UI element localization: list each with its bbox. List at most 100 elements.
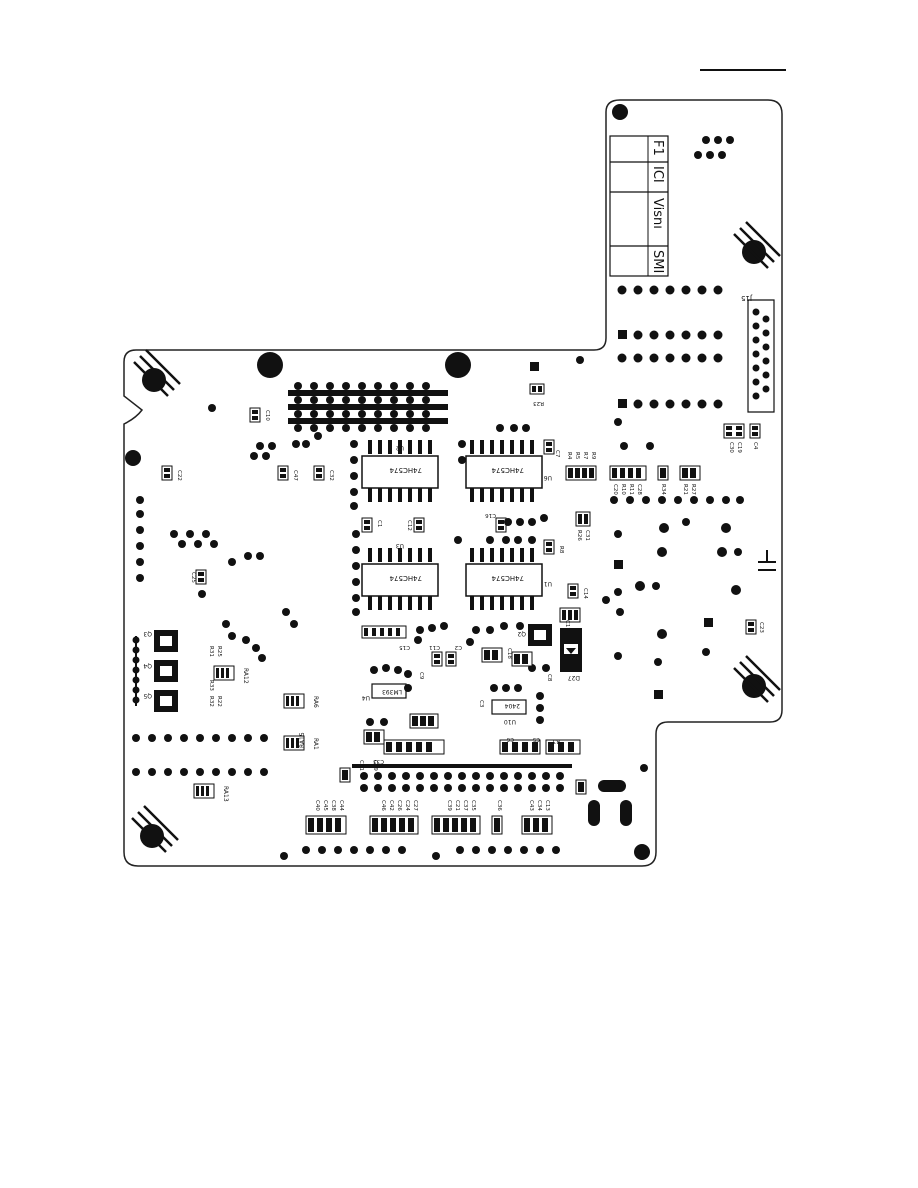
chip-u3: 74HC574 U3 — [361, 542, 439, 610]
svg-text:R27: R27 — [690, 484, 696, 495]
component-labels: C10 C22 C47 C32 R23 C1 C12 C16 C14 C25 C… — [176, 400, 764, 811]
svg-text:U3: U3 — [396, 542, 404, 549]
svg-text:D27: D27 — [568, 674, 580, 681]
svg-text:C27: C27 — [412, 800, 418, 811]
svg-text:R33: R33 — [208, 680, 214, 691]
board-outline — [123, 99, 783, 867]
svg-text:U10: U10 — [504, 718, 516, 725]
svg-text:C16: C16 — [485, 512, 496, 518]
svg-text:C42: C42 — [388, 800, 394, 811]
chip-u1: 74HC574 U1 — [465, 548, 552, 610]
pads-left — [136, 404, 322, 662]
svg-text:C13: C13 — [544, 800, 550, 811]
svg-text:C43: C43 — [528, 800, 534, 811]
svg-text:C7: C7 — [554, 450, 560, 458]
legend-smi: SMI — [650, 250, 665, 273]
svg-text:C4: C4 — [752, 442, 758, 450]
q2-d27: Q2 D27 — [517, 624, 582, 681]
svg-text:C18: C18 — [506, 648, 512, 659]
svg-text:R8: R8 — [558, 546, 564, 554]
smd-components — [161, 383, 761, 635]
svg-text:C45: C45 — [322, 800, 328, 811]
svg-text:R26: R26 — [576, 530, 582, 541]
svg-text:C1: C1 — [376, 520, 382, 527]
svg-text:R31: R31 — [208, 646, 214, 657]
label-ra12: RA12 — [242, 668, 249, 684]
pads-center — [350, 356, 584, 740]
pads-right-middle — [602, 418, 744, 699]
svg-text:R34: R34 — [660, 484, 666, 495]
svg-text:2404: 2404 — [505, 702, 520, 709]
legend-ici: ICI — [650, 166, 665, 183]
svg-text:C37: C37 — [462, 800, 468, 811]
header-strip — [288, 382, 448, 432]
svg-text:Q5: Q5 — [143, 692, 152, 699]
svg-text:C31: C31 — [584, 530, 590, 541]
svg-text:C5: C5 — [532, 736, 540, 742]
label-ra6: RA6 — [312, 696, 319, 708]
svg-text:C15: C15 — [399, 644, 410, 650]
legend-box: F1 ICI Visnı SMI — [609, 135, 669, 277]
svg-text:U4: U4 — [362, 694, 370, 701]
label-ra1: RA1 — [312, 738, 319, 750]
svg-text:LM393: LM393 — [382, 688, 402, 695]
svg-text:C14: C14 — [582, 588, 588, 599]
svg-text:C35: C35 — [470, 800, 476, 811]
svg-text:C8: C8 — [546, 674, 552, 682]
svg-text:C6: C6 — [506, 736, 514, 742]
j15-connector: J15 — [741, 294, 775, 413]
svg-text:R3: R3 — [552, 738, 560, 744]
reg-u4: LM393 U4 — [362, 683, 407, 701]
dip-rows-right — [617, 285, 723, 409]
header-rule — [700, 69, 786, 71]
transistors-left: Q3 Q4 Q5 — [132, 630, 178, 712]
svg-text:R21: R21 — [682, 484, 688, 495]
svg-text:R11: R11 — [628, 484, 634, 495]
svg-text:C46: C46 — [380, 800, 386, 811]
svg-text:C40: C40 — [314, 800, 320, 811]
svg-text:R23: R23 — [533, 400, 544, 406]
svg-text:J15: J15 — [741, 294, 753, 302]
svg-text:C44: C44 — [338, 800, 344, 811]
svg-text:Q2: Q2 — [517, 630, 526, 637]
svg-text:74HC574: 74HC574 — [389, 466, 422, 474]
svg-text:R4: R4 — [566, 452, 572, 460]
svg-text:C39: C39 — [446, 800, 452, 811]
svg-text:R7: R7 — [582, 452, 588, 460]
svg-text:U2: U2 — [396, 444, 404, 451]
svg-text:C29: C29 — [372, 760, 378, 771]
svg-text:C28: C28 — [636, 484, 642, 495]
svg-text:R25: R25 — [216, 646, 222, 657]
svg-text:U1: U1 — [544, 580, 552, 587]
svg-text:C20: C20 — [612, 484, 618, 495]
svg-text:C38: C38 — [330, 800, 336, 811]
svg-text:C34: C34 — [536, 800, 542, 811]
pad-rows-left-bottom — [132, 734, 268, 776]
chip-u2: 74HC574 U2 — [361, 440, 439, 502]
svg-text:C32: C32 — [328, 470, 334, 481]
ground-symbol — [758, 550, 776, 571]
svg-text:U6: U6 — [544, 474, 552, 481]
chip-u6: 74HC574 U6 — [465, 440, 552, 502]
svg-text:C26: C26 — [396, 800, 402, 811]
svg-text:C22: C22 — [176, 470, 182, 481]
svg-text:C24: C24 — [404, 800, 410, 811]
svg-text:74HC574: 74HC574 — [491, 466, 524, 474]
svg-text:Q3: Q3 — [143, 630, 152, 637]
svg-text:R32: R32 — [208, 696, 214, 707]
svg-text:R22: R22 — [216, 696, 222, 707]
svg-text:C19: C19 — [736, 442, 742, 453]
label-ra15: RA15 — [299, 732, 306, 748]
svg-text:C21: C21 — [454, 800, 460, 811]
svg-text:C9: C9 — [418, 672, 424, 680]
svg-text:C17: C17 — [564, 620, 570, 631]
svg-text:C3: C3 — [478, 700, 484, 708]
svg-text:Q4: Q4 — [143, 662, 152, 669]
mounting-holes — [125, 104, 766, 860]
header-long — [352, 764, 648, 792]
svg-text:R10: R10 — [620, 484, 626, 495]
svg-text:C12: C12 — [406, 520, 412, 531]
pads-top-right — [694, 136, 734, 159]
legend-f1: F1 — [650, 140, 665, 156]
